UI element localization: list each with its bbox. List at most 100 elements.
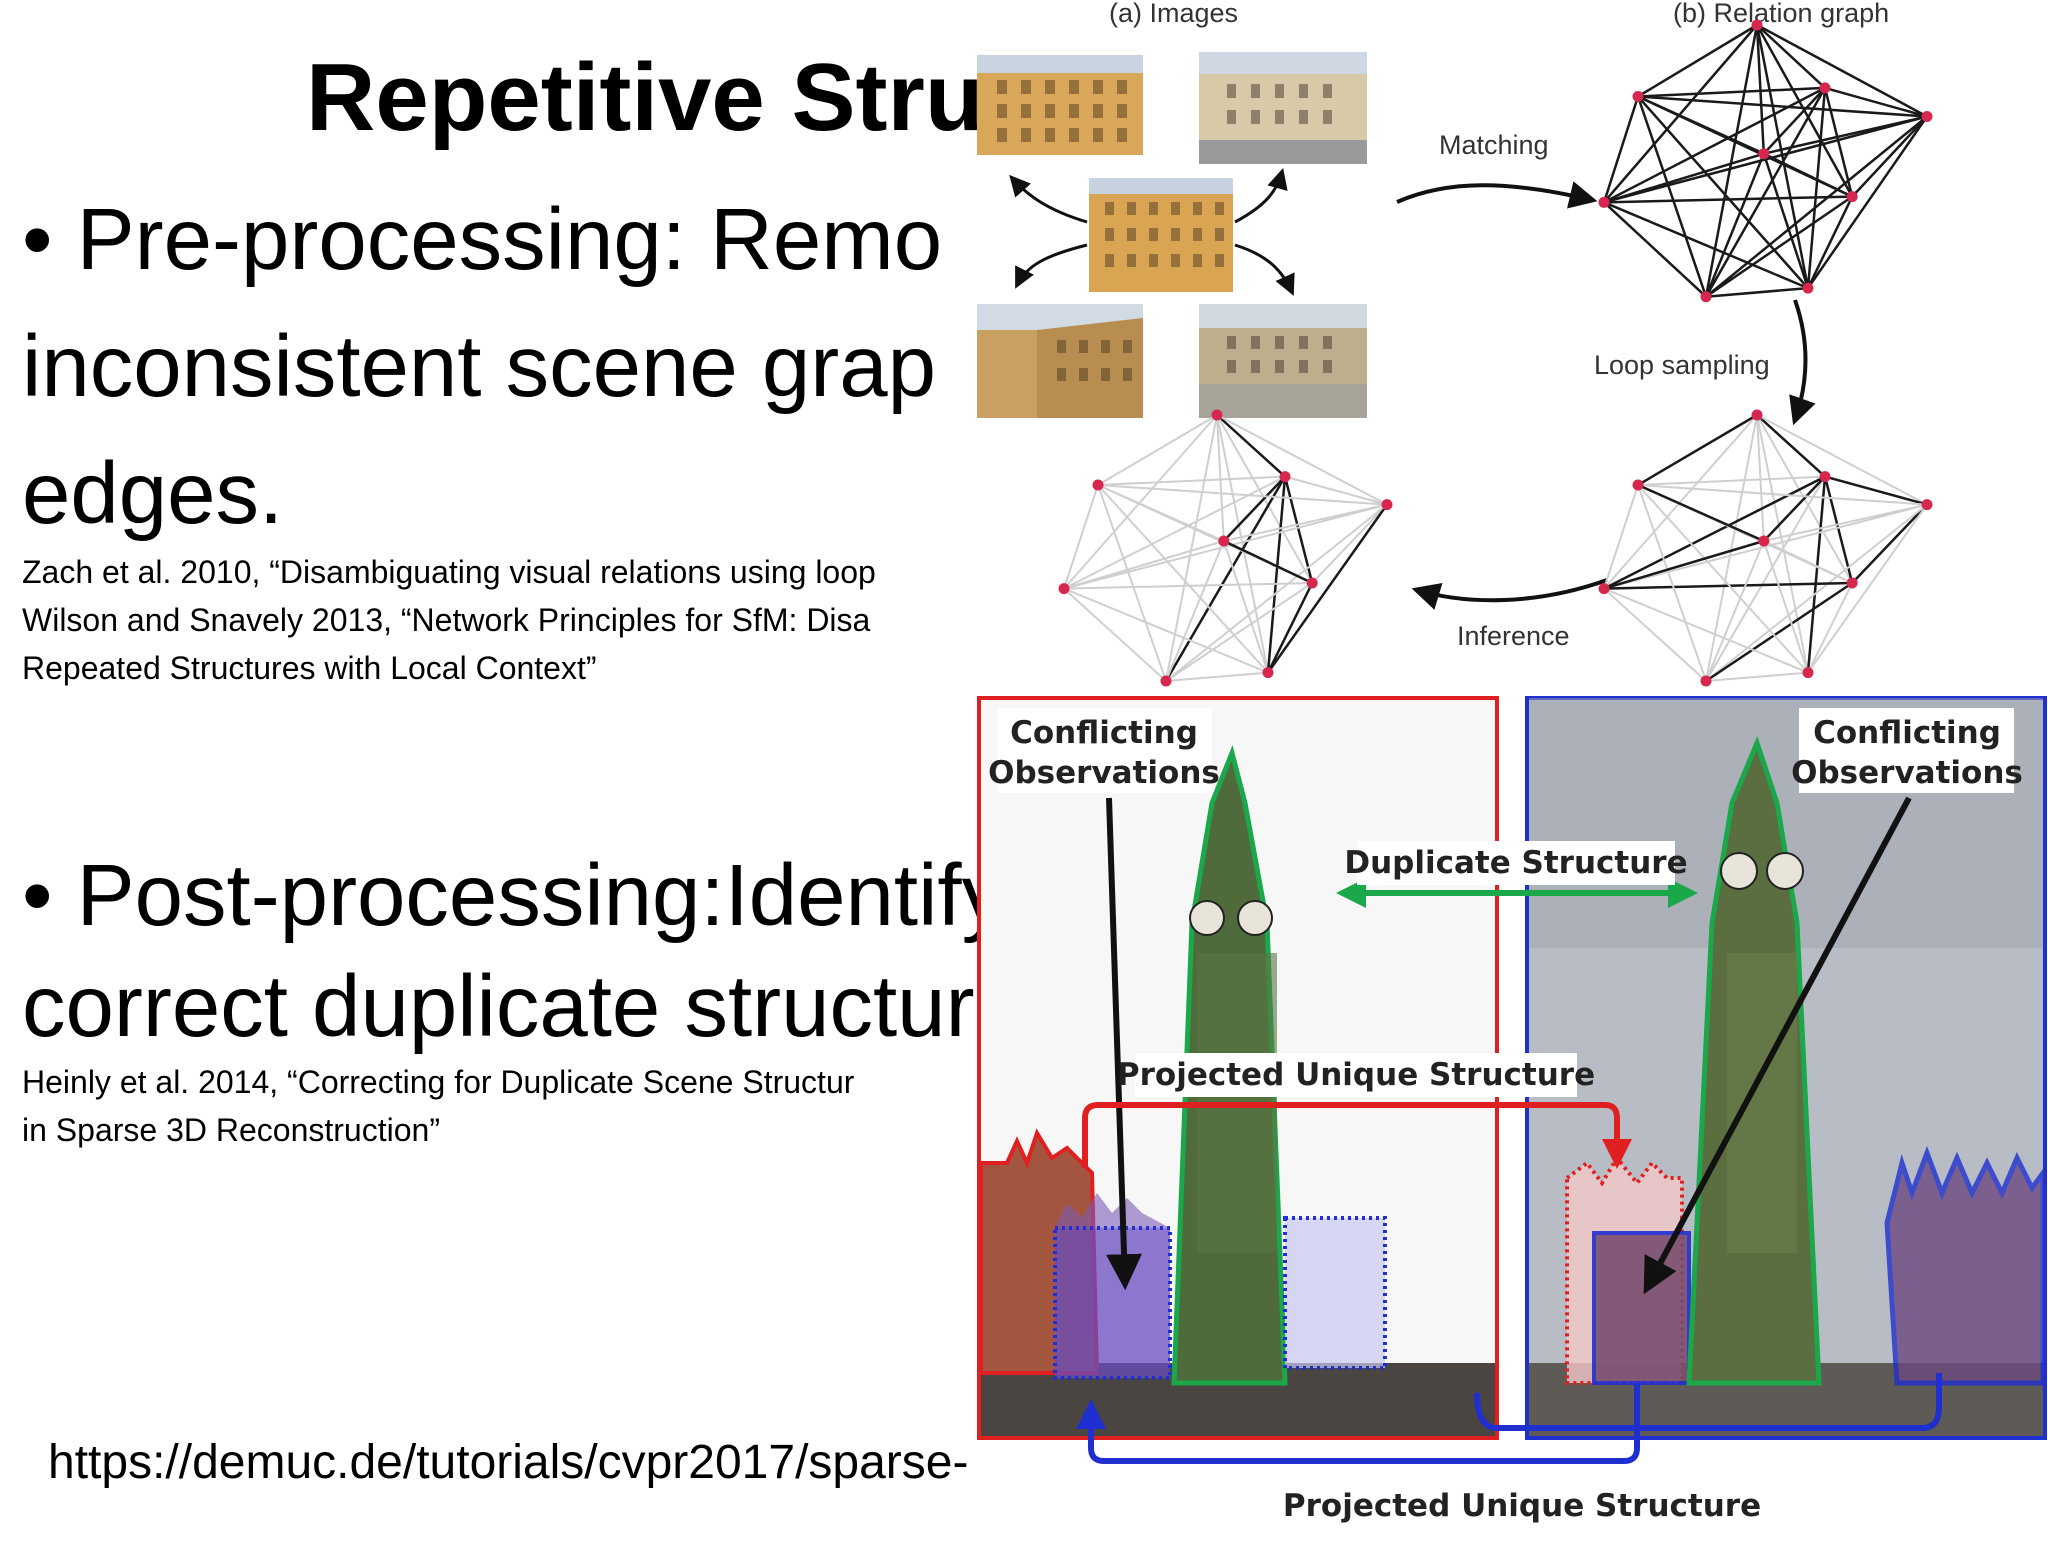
graph-edge	[1637, 86, 1826, 98]
graph-edge	[1266, 476, 1287, 673]
graph-edge	[1222, 540, 1269, 673]
graph-edge	[1097, 484, 1167, 682]
caption-relation-graph: (b) Relation graph	[1673, 0, 1889, 28]
graph-edge	[1763, 115, 1928, 155]
graph-edge	[1216, 414, 1269, 673]
graph-edge	[1705, 503, 1928, 682]
graph-edge	[1756, 24, 1826, 89]
reference-zach: Zach et al. 2010, “Disambiguating visual…	[22, 554, 876, 590]
graph-node	[1632, 91, 1644, 102]
graph-edge	[1756, 23, 1928, 118]
svg-text:Observations: Observations	[1791, 755, 2023, 791]
graph-edge	[1762, 475, 1826, 542]
graph-edge	[1637, 95, 1928, 118]
label-loop-sampling: Loop sampling	[1594, 350, 1770, 380]
graph-edge	[1603, 201, 1707, 298]
reference-wilson: Wilson and Snavely 2013, “Network Princi…	[22, 602, 871, 638]
graph-edge	[1763, 540, 1853, 584]
graph-edge	[1705, 476, 1826, 682]
graph-edge	[1756, 414, 1809, 673]
caption-images: (a) Images	[1109, 0, 1238, 28]
label-conflicting-observations-right: Conflicting Observations	[1791, 708, 2023, 793]
graph-edge	[1705, 540, 1765, 682]
right-photo-panel	[1525, 696, 2047, 1440]
graph-edge	[1216, 414, 1388, 506]
graph-edge	[1063, 587, 1269, 674]
graph-node	[1279, 471, 1291, 483]
graph-edge	[1762, 540, 1809, 673]
graph-edge	[1824, 475, 1928, 506]
graph-edge	[1266, 582, 1314, 674]
graph-node	[1306, 577, 1318, 589]
graph-edge	[1602, 96, 1640, 203]
graph-edge	[1704, 24, 1759, 297]
label-inference: Inference	[1457, 621, 1570, 651]
graph-edge	[1603, 484, 1639, 589]
graph-node	[1921, 111, 1933, 123]
graph-edge	[1763, 503, 1928, 542]
graph-edge	[1823, 476, 1854, 584]
graph-edge	[1603, 587, 1809, 674]
graph-edge	[1705, 581, 1853, 683]
graph-node	[1092, 479, 1104, 491]
graph-node	[1381, 499, 1393, 511]
graph-edge	[1807, 504, 1928, 674]
graph-edge	[1705, 195, 1853, 298]
graph-node	[1058, 583, 1070, 595]
graph-edge	[1637, 484, 1928, 506]
graph-edge	[1311, 503, 1388, 584]
matching-arrow	[1396, 181, 1598, 209]
graph-edge	[1806, 115, 1929, 289]
reference-wilson-cont: Repeated Structures with Local Context”	[22, 650, 597, 686]
graph-node	[1921, 499, 1933, 511]
graph-edge	[1165, 671, 1269, 682]
graph-edge	[1637, 95, 1809, 289]
image-match-arrows	[1009, 167, 1295, 296]
bullet-postprocessing-line1: • Post-processing:Identify	[22, 847, 1006, 944]
graph-edge	[1097, 475, 1286, 486]
graph-edge	[1763, 152, 1853, 198]
graph-node	[1218, 535, 1230, 547]
label-matching: Matching	[1439, 130, 1549, 160]
relation-graph-svg: (a) Images (b) Relation graph	[977, 0, 1933, 687]
duplicate-structure-arrow: Duplicate Structure	[1336, 841, 1698, 908]
graph-edge	[1284, 475, 1388, 506]
graph-edge	[1097, 484, 1388, 506]
graph-edge	[1851, 503, 1928, 584]
graph-edge	[1637, 95, 1765, 155]
svg-text:Conflicting: Conflicting	[1010, 715, 1198, 751]
graph-edge	[1705, 286, 1809, 298]
graph-edge	[1603, 24, 1758, 204]
graph-edge	[1603, 539, 1765, 590]
graph-edge	[1266, 503, 1389, 674]
graph-node	[1598, 196, 1610, 208]
projected-unique-structure-top: Projected Unique Structure	[1082, 1053, 1632, 1169]
graph-edge	[1755, 24, 1766, 154]
graph-edge	[1603, 587, 1707, 682]
graph-node	[1819, 471, 1831, 483]
graph-edge	[1851, 115, 1928, 198]
graph-edge	[1223, 503, 1388, 542]
graph-node	[1758, 148, 1770, 160]
graph-node	[1819, 82, 1831, 94]
graph-edge	[1216, 414, 1286, 478]
graph-node	[1598, 583, 1610, 595]
graph-node	[1700, 291, 1712, 303]
graph-edge	[1164, 475, 1287, 682]
graph-edge	[1097, 414, 1218, 486]
graph-edge	[1806, 476, 1827, 673]
graph-node	[1632, 479, 1644, 491]
graph-edge	[1063, 484, 1099, 589]
graph-edge	[1756, 414, 1765, 542]
building-photo-center	[1089, 178, 1233, 292]
source-url[interactable]: https://demuc.de/tutorials/cvpr2017/spar…	[48, 1436, 969, 1489]
graph-node	[1211, 409, 1223, 421]
graph-edge	[1165, 582, 1313, 682]
building-photo-top-right	[1199, 52, 1367, 164]
graph-edge	[1165, 540, 1225, 682]
duplicate-structure-figure: Conflicting Observations Conflicting Obs…	[977, 693, 2048, 1536]
relation-graph-sampled	[1598, 409, 1933, 687]
conflict-arrow-right	[1643, 796, 1912, 1295]
graph-node	[1160, 675, 1172, 687]
graph-edge	[1705, 414, 1758, 682]
